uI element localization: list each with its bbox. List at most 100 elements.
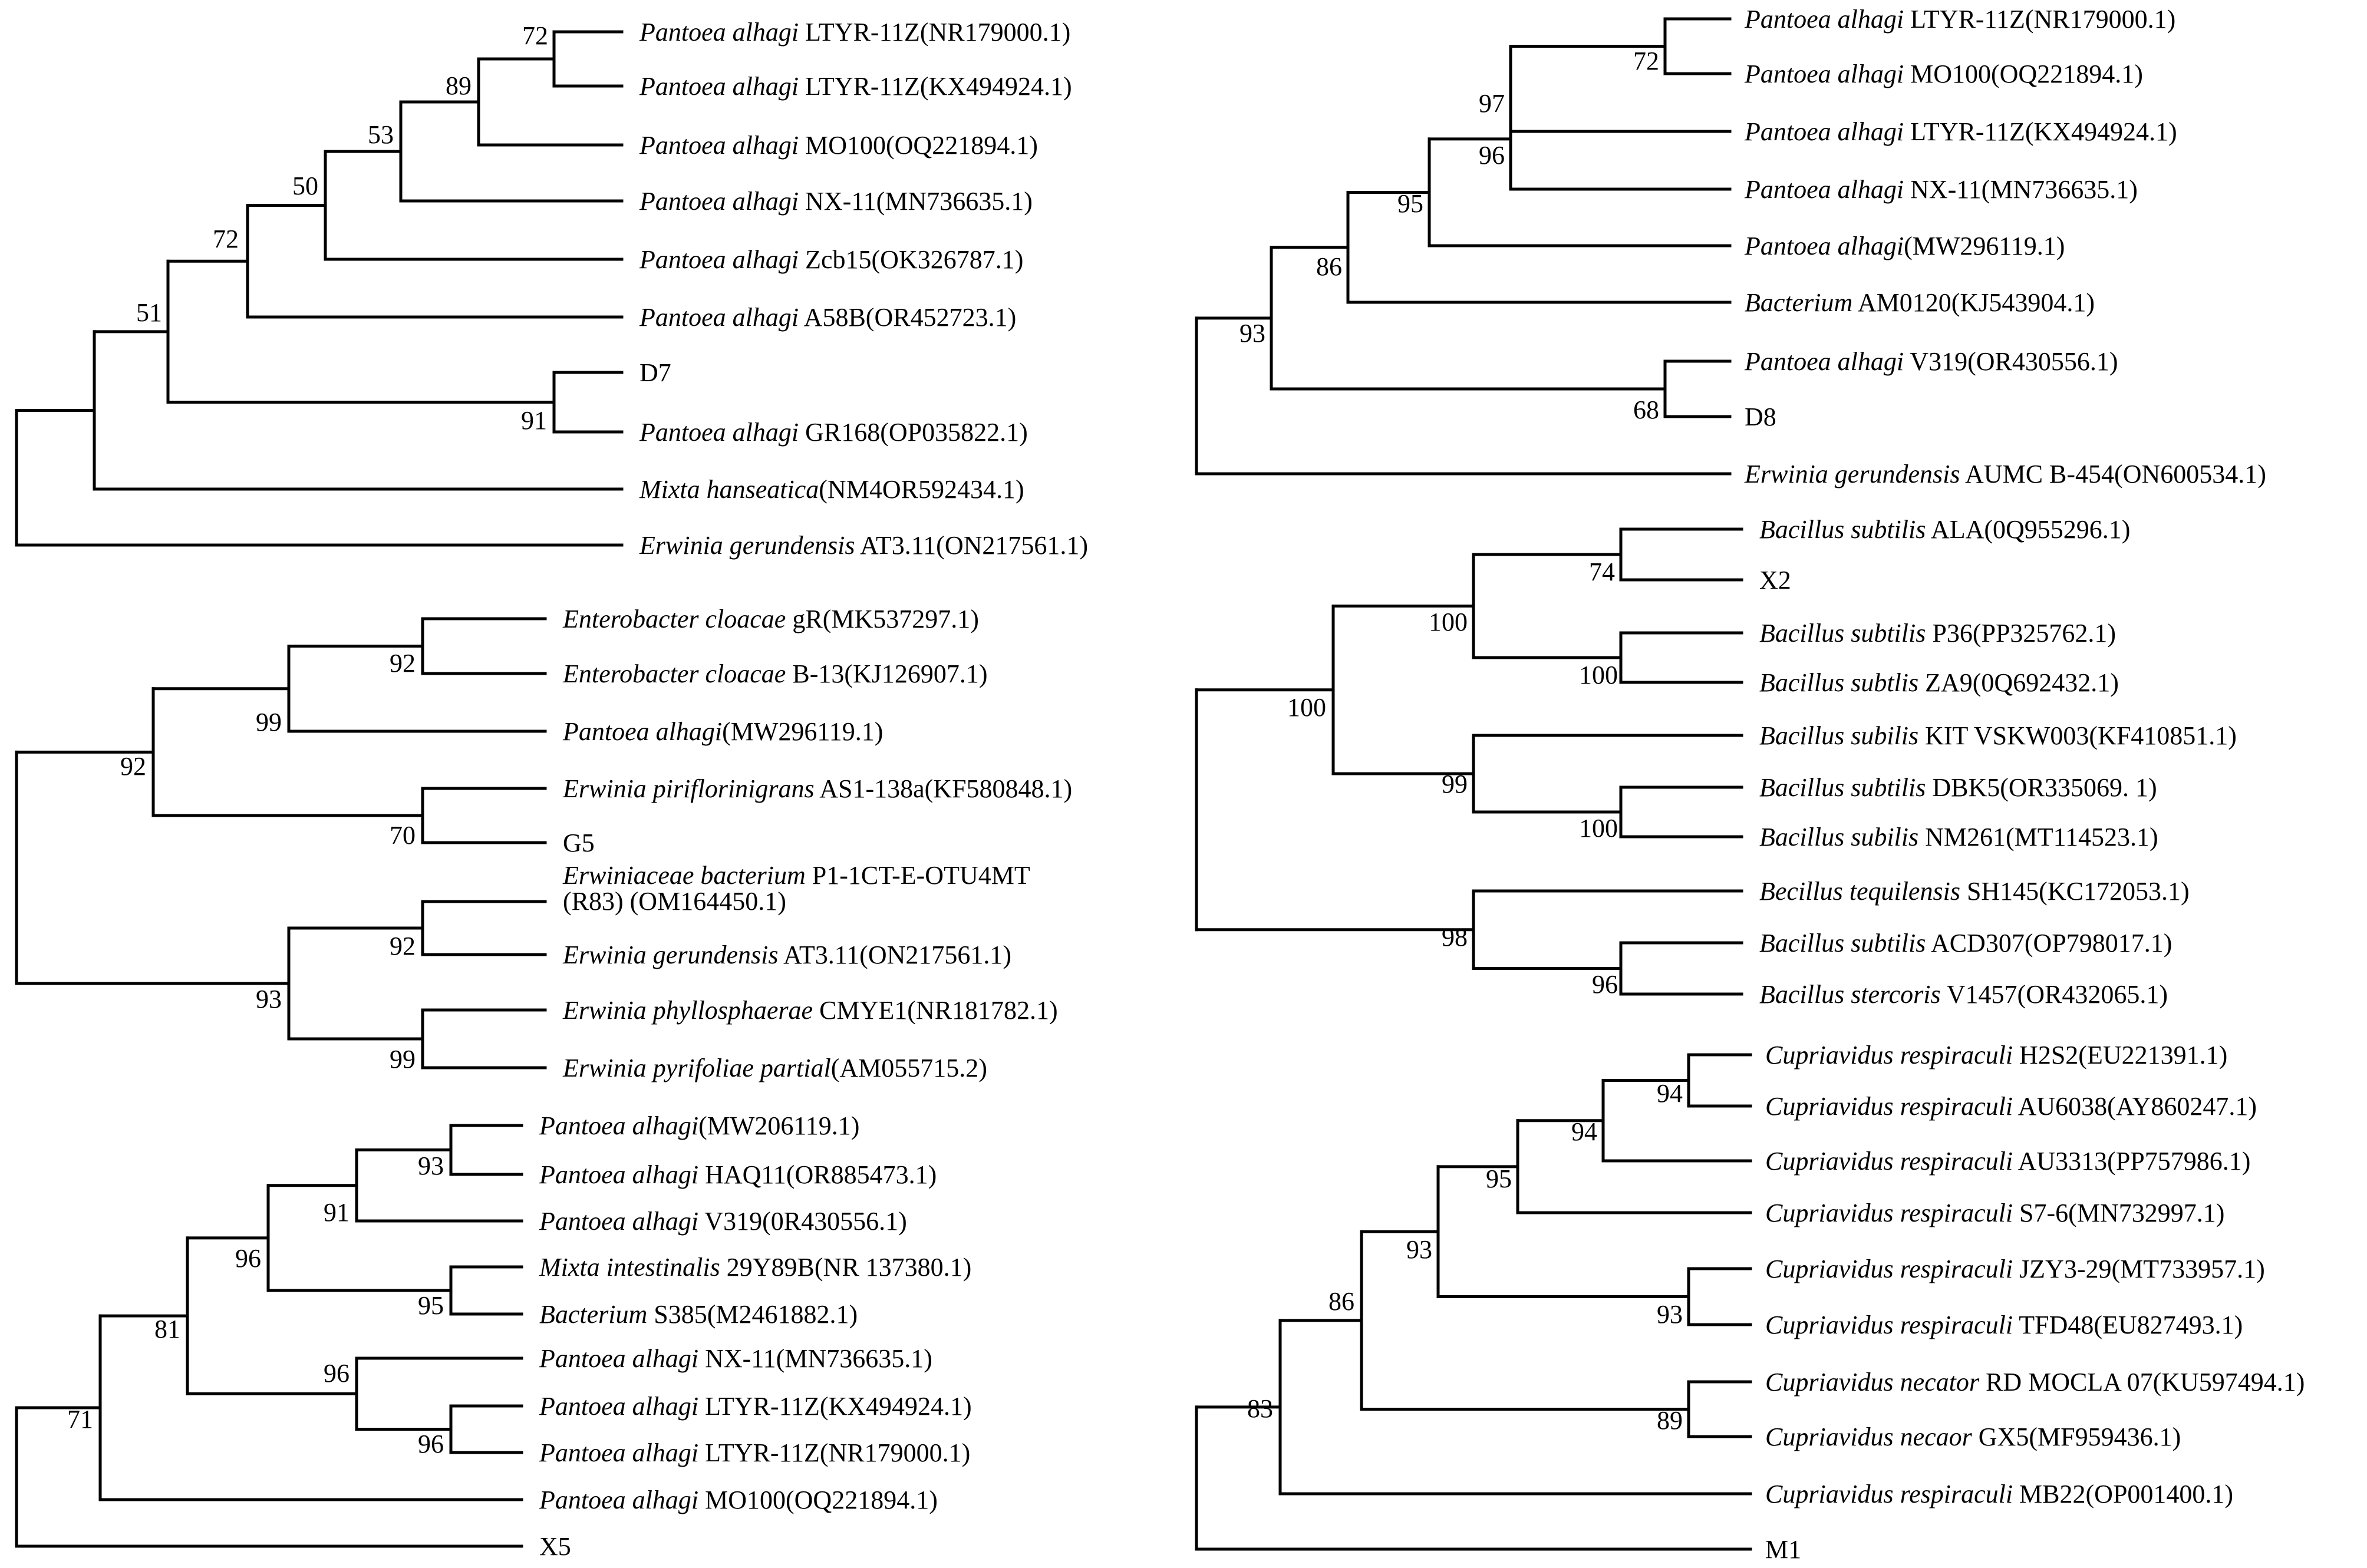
bootstrap-value: 86 — [1328, 1287, 1354, 1316]
leaf-label: Bacillus subtlis ZA9(0Q692432.1) — [1759, 668, 2119, 697]
leaf-label: G5 — [563, 828, 595, 857]
leaf-label: Cupriavidus respiraculi MB22(OP001400.1) — [1765, 1480, 2233, 1508]
leaf-label: Pantoea alhagi(MW296119.1) — [562, 717, 883, 746]
leaf-label: Bacillus stercoris V1457(OR432065.1) — [1759, 980, 2168, 1009]
leaf-label: Cupriavidus necator RD MOCLA 07(KU597494… — [1765, 1368, 2305, 1397]
leaf-label: Pantoea alhagi NX-11(MN736635.1) — [639, 187, 1033, 216]
bootstrap-value: 72 — [213, 225, 239, 253]
bootstrap-value: 74 — [1589, 557, 1615, 586]
leaf-label: Erwiniaceae bacterium P1-1CT-E-OTU4MT(R8… — [562, 861, 1030, 916]
bootstrap-value: 97 — [1479, 89, 1505, 118]
bootstrap-value: 95 — [1486, 1164, 1512, 1193]
leaf-label: Pantoea alhagi MO100(OQ221894.1) — [1744, 60, 2143, 88]
bootstrap-value: 91 — [324, 1198, 350, 1227]
leaf-label: Mixta hanseatica(NM4OR592434.1) — [639, 475, 1024, 504]
bootstrap-value: 99 — [390, 1045, 416, 1074]
leaf-label: Pantoea alhagi LTYR-11Z(NR179000.1) — [639, 18, 1070, 47]
leaf-label: Erwinia gerundensis AT3.11(ON217561.1) — [639, 531, 1088, 560]
leaf-label: Pantoea alhagi NX-11(MN736635.1) — [539, 1344, 932, 1373]
leaf-label: Pantoea alhagi LTYR-11Z(KX494924.1) — [1744, 117, 2177, 146]
leaf-label: Pantoea alhagi HAQ11(OR885473.1) — [539, 1160, 937, 1189]
bootstrap-value: 96 — [324, 1359, 350, 1388]
leaf-label: Bacillus subtilis P36(PP325762.1) — [1759, 619, 2116, 648]
bootstrap-value: 86 — [1316, 252, 1342, 281]
bootstrap-value: 91 — [521, 406, 547, 435]
bootstrap-value: 53 — [368, 120, 394, 149]
leaf-label: Enterobacter cloacae gR(MK537297.1) — [562, 605, 979, 633]
leaf-label: X2 — [1759, 566, 1791, 595]
bootstrap-value: 100 — [1287, 693, 1326, 722]
leaf-label: Bacillus subilis KIT VSKW003(KF410851.1) — [1759, 721, 2237, 750]
bootstrap-value: 99 — [256, 708, 282, 737]
leaf-label: Bacillus subtilis ACD307(OP798017.1) — [1759, 929, 2172, 958]
bootstrap-value: 96 — [235, 1244, 261, 1273]
leaf-label: Pantoea alhagi LTYR-11Z(NR179000.1) — [1744, 5, 2175, 34]
leaf-label: Pantoea alhagi GR168(OP035822.1) — [639, 418, 1028, 447]
bootstrap-value: 68 — [1633, 395, 1659, 424]
leaf-label: Pantoea alhagi LTYR-11Z(KX494924.1) — [539, 1392, 972, 1421]
bootstrap-value: 70 — [390, 821, 416, 850]
leaf-label: Pantoea alhagi LTYR-11Z(KX494924.1) — [639, 72, 1072, 101]
leaf-label: Pantoea alhagi LTYR-11Z(NR179000.1) — [539, 1438, 970, 1467]
leaf-label: X5 — [539, 1532, 571, 1561]
leaf-label: Pantoea alhagi(MW206119.1) — [539, 1111, 859, 1140]
bootstrap-value: 100 — [1579, 661, 1618, 689]
bootstrap-value: 89 — [446, 71, 472, 100]
bootstrap-value: 95 — [418, 1291, 444, 1320]
leaf-label: Pantoea alhagi V319(0R430556.1) — [539, 1207, 907, 1236]
bootstrap-value: 92 — [120, 752, 146, 781]
leaf-label: Cupriavidus necaor GX5(MF959436.1) — [1765, 1422, 2181, 1451]
leaf-label: Bacillus subtilis ALA(0Q955296.1) — [1759, 515, 2130, 544]
bootstrap-value: 94 — [1657, 1079, 1683, 1108]
bootstrap-value: 92 — [390, 932, 416, 960]
leaf-label: Bacillus subtilis DBK5(OR335069. 1) — [1759, 773, 2157, 802]
leaf-label: Cupriavidus respiraculi H2S2(EU221391.1) — [1765, 1041, 2227, 1069]
leaf-label: Bacterium S385(M2461882.1) — [539, 1300, 858, 1329]
leaf-label: Pantoea alhagi V319(OR430556.1) — [1744, 347, 2118, 376]
leaf-label: Cupriavidus respiraculi AU6038(AY860247.… — [1765, 1092, 2257, 1121]
bootstrap-value: 71 — [67, 1405, 93, 1434]
leaf-label: Erwinia phyllosphaerae CMYE1(NR181782.1) — [562, 996, 1058, 1025]
bootstrap-value: 72 — [522, 21, 548, 50]
bootstrap-value: 100 — [1429, 608, 1468, 636]
bootstrap-value: 93 — [1239, 319, 1265, 348]
bootstrap-value: 96 — [1479, 141, 1505, 170]
bootstrap-value: 93 — [256, 985, 282, 1014]
leaf-label: Cupriavidus respiraculi TFD48(EU827493.1… — [1765, 1310, 2243, 1339]
bootstrap-value: 96 — [418, 1430, 444, 1458]
leaf-label: Cupriavidus respiraculi AU3313(PP757986.… — [1765, 1147, 2250, 1176]
bootstrap-value: 89 — [1657, 1406, 1683, 1435]
leaf-label: Bacterium AM0120(KJ543904.1) — [1745, 288, 2095, 317]
leaf-label: Cupriavidus respiraculi S7-6(MN732997.1) — [1765, 1199, 2224, 1227]
leaf-label: D7 — [639, 358, 671, 387]
leaf-label: Erwinia piriflorinigrans AS1-138a(KF5808… — [562, 774, 1072, 803]
leaf-label: Bacillus subilis NM261(MT114523.1) — [1759, 823, 2158, 851]
bootstrap-value: 95 — [1397, 189, 1423, 218]
bootstrap-value: 50 — [292, 171, 318, 200]
bootstrap-value: 98 — [1442, 923, 1468, 952]
leaf-label: Cupriavidus respiraculi JZY3-29(MT733957… — [1765, 1255, 2265, 1283]
bootstrap-value: 93 — [1657, 1300, 1683, 1329]
bootstrap-value: 100 — [1579, 814, 1618, 843]
bootstrap-value: 93 — [1406, 1235, 1432, 1264]
bootstrap-value: 81 — [154, 1315, 180, 1343]
leaf-label: Pantoea alhagi NX-11(MN736635.1) — [1744, 175, 2138, 204]
bootstrap-value: 83 — [1247, 1394, 1273, 1423]
leaf-label: Enterobacter cloacae B-13(KJ126907.1) — [562, 659, 988, 688]
leaf-label: Erwinia gerundensis AUMC B-454(ON600534.… — [1744, 460, 2266, 488]
leaf-label: Pantoea alhagi(MW296119.1) — [1744, 232, 2065, 260]
leaf-label: Becillus tequilensis SH145(KC172053.1) — [1759, 877, 2190, 906]
leaf-label: Erwinia pyrifoliae partial(AM055715.2) — [562, 1054, 987, 1082]
leaf-label: D8 — [1745, 402, 1776, 431]
bootstrap-value: 51 — [136, 298, 162, 327]
leaf-label: Pantoea alhagi Zcb15(OK326787.1) — [639, 245, 1023, 274]
bootstrap-value: 93 — [418, 1151, 444, 1180]
bootstrap-value: 99 — [1442, 770, 1468, 798]
leaf-label: Pantoea alhagi MO100(OQ221894.1) — [539, 1486, 938, 1514]
leaf-label: Mixta intestinalis 29Y89B(NR 137380.1) — [539, 1253, 971, 1282]
bootstrap-value: 72 — [1633, 47, 1659, 75]
leaf-label: Pantoea alhagi A58B(OR452723.1) — [639, 303, 1016, 332]
leaf-label: Pantoea alhagi MO100(OQ221894.1) — [639, 131, 1038, 160]
leaf-label: M1 — [1765, 1535, 1801, 1564]
